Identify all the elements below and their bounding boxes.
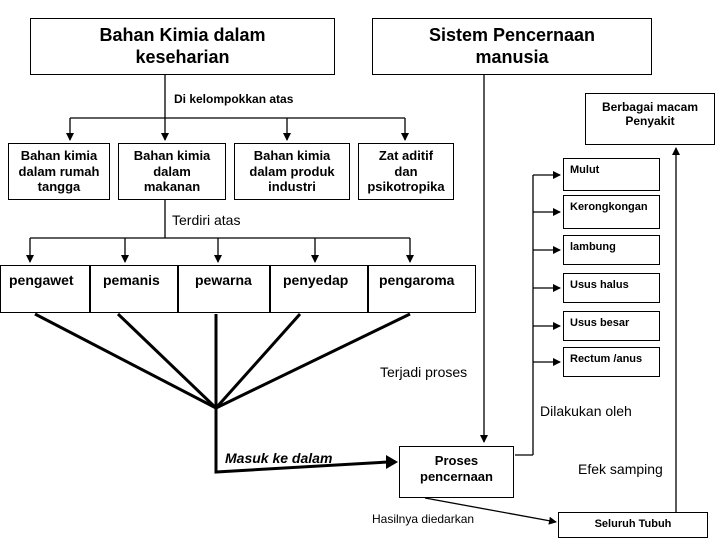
whole-body-box: Seluruh Tubuh — [558, 512, 708, 538]
additive-pewarna: pewarna — [178, 265, 270, 313]
additive-pengawet: pengawet — [0, 265, 90, 313]
diseases-box: Berbagai macam Penyakit — [585, 93, 715, 145]
enters-label: Masuk ke dalam — [225, 450, 333, 466]
consists-label: Terdiri atas — [172, 212, 241, 228]
organ-kerongkongan: Kerongkongan — [563, 195, 660, 229]
side-effect-label: Efek samping — [578, 461, 663, 477]
organ-lambung: lambung — [563, 235, 660, 265]
converge-to-process — [214, 408, 389, 474]
chemicals-title-box: Bahan Kimia dalam keseharian — [30, 18, 335, 75]
organ-mulut: Mulut — [563, 158, 660, 191]
converge-pengawet — [34, 312, 217, 410]
digestive-system-title-box: Sistem Pencernaan manusia — [372, 18, 652, 75]
converge-pengaroma — [215, 312, 411, 410]
additive-penyedap: penyedap — [270, 265, 368, 313]
distributed-label: Hasilnya diedarkan — [372, 512, 475, 526]
additive-pemanis: pemanis — [90, 265, 178, 313]
performed-by-label: Dilakukan oleh — [540, 403, 632, 419]
grouping-label: Di kelompokkan atas — [174, 92, 294, 106]
category-additive: Zat aditif dan psikotropika — [358, 143, 454, 200]
organ-usus-halus: Usus halus — [563, 273, 660, 303]
additive-pengaroma: pengaroma — [368, 265, 476, 313]
category-industry: Bahan kimia dalam produk industri — [234, 143, 350, 200]
converge-pemanis — [116, 312, 218, 410]
converge-penyedap — [214, 313, 302, 409]
category-food: Bahan kimia dalam makanan — [118, 143, 226, 200]
category-household: Bahan kimia dalam rumah tangga — [8, 143, 110, 200]
process-arrowhead — [386, 455, 398, 469]
organ-usus-besar: Usus besar — [563, 311, 660, 341]
organ-rectum: Rectum /anus — [563, 347, 660, 377]
arrow-process-to-body — [424, 497, 557, 525]
process-label: Terjadi proses — [380, 364, 468, 380]
digestion-process-box: Proses pencernaan — [399, 446, 514, 498]
